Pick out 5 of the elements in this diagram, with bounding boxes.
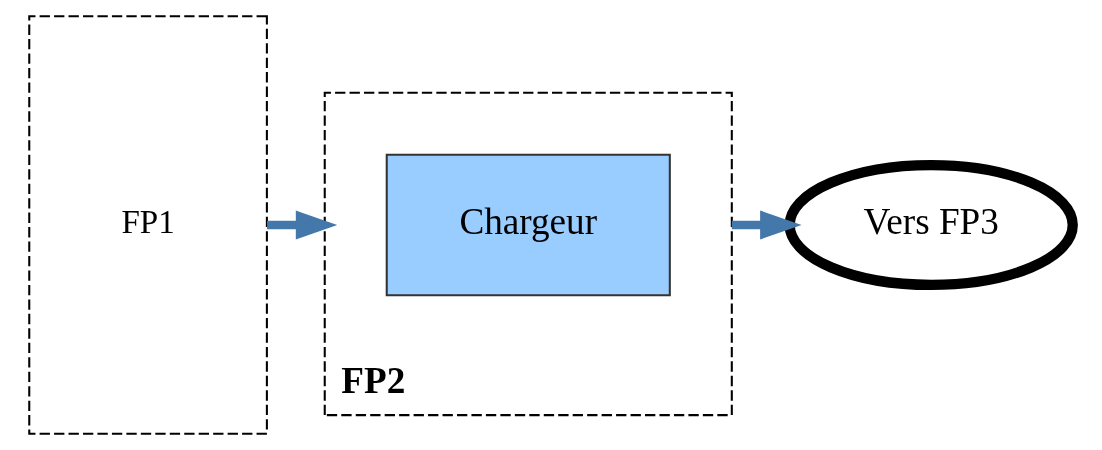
node-ellipse: Vers FP3 [784,159,1078,291]
node-box: FP1 [28,15,268,435]
arrow [267,210,338,240]
node-box: Chargeur [385,153,671,297]
arrow [731,210,802,240]
